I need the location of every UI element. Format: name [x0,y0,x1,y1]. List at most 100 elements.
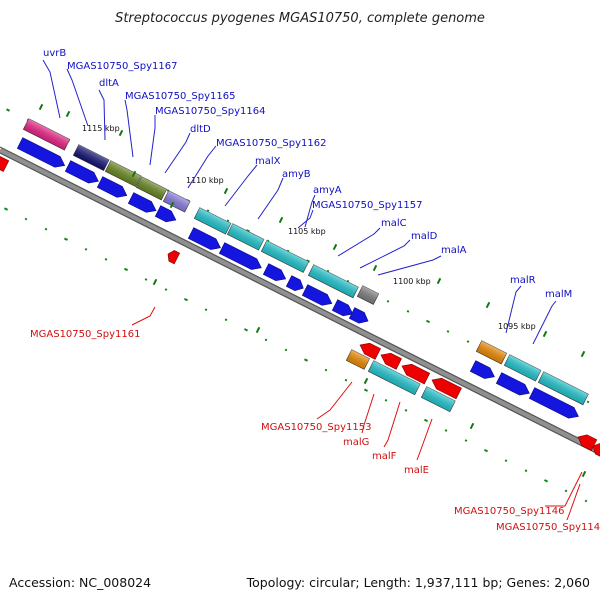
gene-label-spy1162: MGAS10750_Spy1162 [216,138,326,149]
gc-dot [406,310,410,313]
gc-dot [464,439,468,442]
gene-label-spy1164: MGAS10750_Spy1164 [155,106,265,117]
tick-mark [485,301,491,309]
cds-reverse-arrow [431,377,462,400]
gc-dot [543,479,549,483]
cog-box [475,340,508,365]
gc-dot [363,388,369,392]
tick-mark [436,277,442,285]
gene-label-dltd: dltD [190,124,211,135]
tick-mark [118,129,124,137]
gc-dot [386,299,390,303]
tick-mark [580,350,586,358]
cds-forward-arrow [64,160,99,184]
tick-mark [169,201,175,209]
gene-label-malm: malM [545,289,572,300]
gc-dot [483,448,489,453]
cog-box [307,264,359,299]
cog-box [367,360,421,396]
cds-forward-arrow [331,299,354,317]
gc-dot [5,108,11,112]
gc-dot [284,348,288,352]
gc-dot [423,418,429,423]
tick-mark [38,103,44,111]
map-title: Streptococcus pyogenes MGAS10750, comple… [115,11,485,26]
cog-box [193,207,232,235]
leader-lines-bottom [131,306,583,521]
gc-dot [264,338,268,342]
genome-backbone [0,146,600,456]
tick-mark [152,278,158,286]
cog-box [260,240,310,273]
gene-label-amyb: amyB [282,169,311,180]
gc-dot [466,340,470,343]
gc-content-dots [3,108,590,503]
cds-track [0,137,600,459]
tick-mark [131,170,137,178]
tick-mark [372,264,378,272]
accession-text: Accession: NC_008024 [9,575,151,590]
gc-dot [524,469,528,473]
gc-dot [425,319,431,324]
cds-reverse-arrow [401,363,431,385]
cds-forward-arrow [187,227,221,250]
cds-forward-arrow [16,137,66,168]
gc-dot [584,499,588,503]
gene-labels-top: uvrB MGAS10750_Spy1167 dltA MGAS10750_Sp… [43,48,572,300]
gc-dots-lower [3,207,588,503]
tick-label-1095: 1095 kbp [498,322,536,331]
gene-label-spy1165: MGAS10750_Spy1165 [125,91,235,102]
leader-lines-top [42,59,557,345]
gc-dot [24,217,28,221]
tick-label-1100: 1100 kbp [393,277,431,286]
cds-reverse-arrow [167,250,181,265]
gene-label-malf: malF [372,451,397,462]
cds-reverse-arrow [380,352,402,370]
gene-label-malr: malR [510,275,536,286]
gene-label-mala: malA [441,245,467,256]
cds-forward-arrow [127,192,157,213]
tick-marks [38,103,587,478]
gene-label-uvrb: uvrB [43,48,66,59]
tick-mark [469,422,475,430]
cds-forward-arrow [495,372,530,396]
gc-dot [243,328,249,332]
gene-labels-bottom: MGAS10750_Spy1161 MGAS10750_Spy1153 malG… [30,329,600,533]
cog-box [356,285,380,305]
cds-reverse-arrow [359,342,381,360]
cds-forward-arrow [154,205,177,223]
tick-mark [223,187,229,195]
gc-dot [44,227,48,231]
tick-labels: 1115 kbp 1110 kbp 1105 kbp 1100 kbp 1095… [82,124,536,331]
cog-box [162,190,191,213]
gene-label-spy1145: MGAS10750_Spy1145 [496,522,600,533]
gc-dot [564,489,568,493]
genome-summary-text: Topology: circular; Length: 1,937,111 bp… [246,575,590,590]
gc-dot [3,207,9,211]
gene-label-dlta: dltA [99,78,119,89]
tick-mark [65,110,71,118]
cog-box [345,349,370,370]
cds-forward-arrow [96,176,128,198]
gc-dot [586,400,590,404]
gc-dot [123,267,129,272]
cds-forward-arrow [469,360,495,379]
gc-dot [444,429,448,432]
gc-dot [144,278,148,281]
cog-box [135,176,168,201]
gc-dot [224,318,228,322]
gene-label-amya: amyA [313,185,342,196]
cds-reverse-arrow [592,442,600,459]
gc-dot [204,308,208,312]
cds-reverse-arrow [577,434,598,451]
gene-label-spy1146: MGAS10750_Spy1146 [454,506,564,517]
tick-mark [332,243,338,251]
gene-label-spy1153: MGAS10750_Spy1153 [261,422,371,433]
cog-category-track [22,118,589,413]
gene-label-malg: malG [343,437,369,448]
cog-box [104,160,142,188]
cog-box [503,354,542,382]
gene-label-spy1161: MGAS10750_Spy1161 [30,329,140,340]
gc-dot [104,258,108,261]
gc-dot [344,378,348,382]
